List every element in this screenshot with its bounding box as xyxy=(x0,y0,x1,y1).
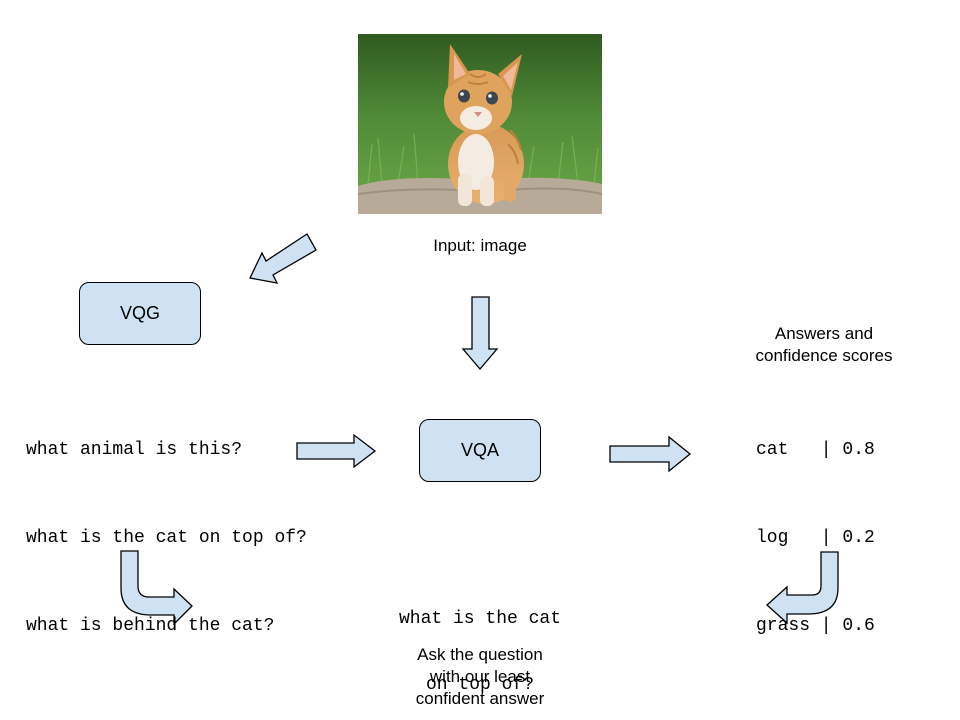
selected-question: what is the cat on top of? xyxy=(398,609,562,695)
input-image xyxy=(358,34,602,214)
answers-title: Answers and confidence scores xyxy=(755,324,893,365)
question-item: what is the cat on top of? xyxy=(26,528,307,548)
answer-item: cat | 0.8 xyxy=(756,440,875,460)
vqa-box: VQA xyxy=(419,419,541,482)
vqg-label: VQG xyxy=(119,303,160,323)
question-item: what animal is this? xyxy=(26,440,243,460)
answers-list: cat | 0.8 log | 0.2 grass | 0.6 xyxy=(756,395,875,681)
vqg-box: VQG xyxy=(79,282,201,345)
answer-item: grass | 0.6 xyxy=(756,616,875,636)
image-to-vqg-arrow xyxy=(249,233,317,284)
question-item: what is behind the cat? xyxy=(26,616,275,636)
vqa-to-answers-arrow xyxy=(609,435,692,473)
input-image-label: Input: image xyxy=(433,236,527,255)
answer-item: log | 0.2 xyxy=(756,528,875,548)
selection-caption: Ask the question with our least confiden… xyxy=(415,645,545,708)
generated-questions: what animal is this? what is the cat on … xyxy=(26,395,316,681)
vqa-label: VQA xyxy=(460,440,499,460)
image-to-vqa-arrow xyxy=(461,296,499,371)
